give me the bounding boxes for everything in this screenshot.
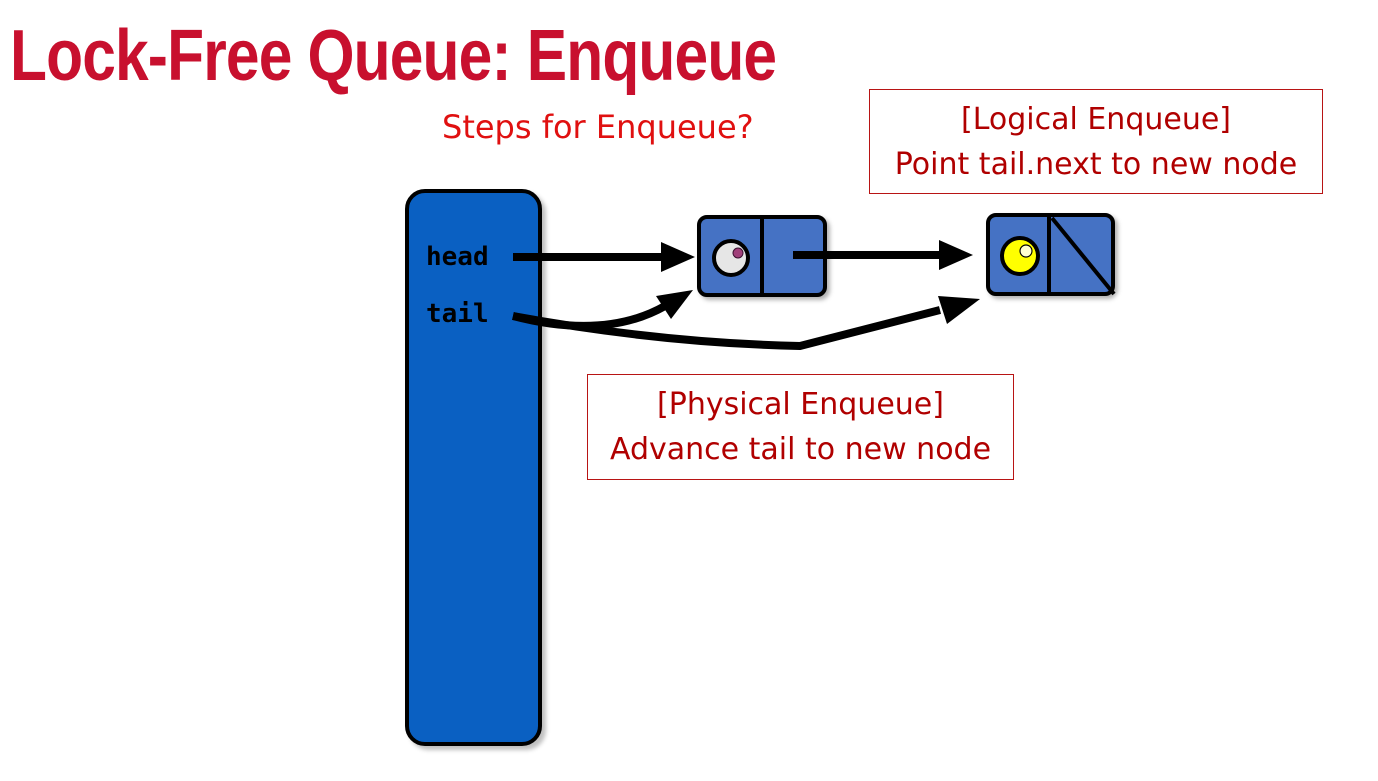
slide-subtitle: Steps for Enqueue?: [442, 108, 754, 146]
physical-enqueue-heading: [Physical Enqueue]: [657, 387, 944, 422]
physical-enqueue-body: Advance tail to new node: [609, 432, 992, 467]
new-value-dot: [1000, 236, 1040, 276]
tail-field-label: tail: [426, 299, 489, 329]
sentinel-value-dot: [712, 239, 750, 277]
logical-enqueue-body: Point tail.next to new node: [894, 147, 1298, 182]
logical-enqueue-callout: [Logical Enqueue] Point tail.next to new…: [869, 89, 1323, 194]
slide-title: Lock-Free Queue: Enqueue: [10, 16, 777, 96]
queue-object: [405, 189, 542, 746]
tail-to-new-node-arrow: [512, 296, 980, 351]
sentinel-value-highlight: [732, 247, 744, 259]
logical-enqueue-heading: [Logical Enqueue]: [960, 102, 1232, 137]
head-field-label: head: [426, 242, 489, 272]
sentinel-next-arrow: [793, 240, 973, 270]
head-pointer-arrow: [513, 242, 695, 272]
new-value-highlight: [1019, 244, 1033, 258]
null-next-slash-icon: [1050, 216, 1116, 296]
physical-enqueue-callout: [Physical Enqueue] Advance tail to new n…: [587, 374, 1014, 480]
